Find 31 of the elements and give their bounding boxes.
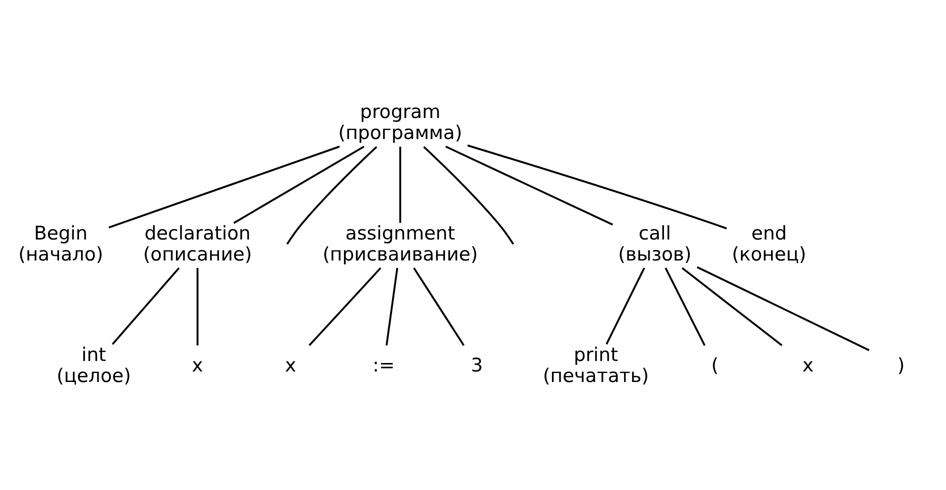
node-text: declaration (описание) xyxy=(143,222,252,266)
connector xyxy=(445,145,614,225)
node-text: Begin (начало) xyxy=(18,222,104,266)
node-text: x xyxy=(192,354,204,376)
connector xyxy=(664,267,706,346)
connector xyxy=(233,145,364,224)
connector xyxy=(696,266,870,351)
node-text: x xyxy=(285,354,296,376)
connector xyxy=(467,144,727,229)
connector xyxy=(308,266,382,346)
node-text: int (целое) xyxy=(56,344,131,386)
node-text: x xyxy=(802,354,814,376)
node-text: ( xyxy=(711,354,719,376)
node-text: call (вызов) xyxy=(618,222,692,266)
connector xyxy=(196,267,198,345)
node-text: ) xyxy=(897,354,905,376)
node-text: program (программа) xyxy=(338,101,462,144)
connector xyxy=(413,266,465,346)
connector xyxy=(399,146,402,222)
node-text: := xyxy=(372,354,395,376)
node-text: assignment (присваивание) xyxy=(322,222,478,266)
connector xyxy=(682,266,782,346)
node-text: end (конец) xyxy=(732,222,806,266)
connector xyxy=(108,145,340,228)
connector xyxy=(423,146,514,244)
node-text: print (печатать) xyxy=(542,344,649,386)
connector xyxy=(386,267,398,346)
connector xyxy=(606,267,646,344)
node-text: 3 xyxy=(470,354,483,376)
connector xyxy=(112,266,180,344)
connector xyxy=(286,146,378,244)
